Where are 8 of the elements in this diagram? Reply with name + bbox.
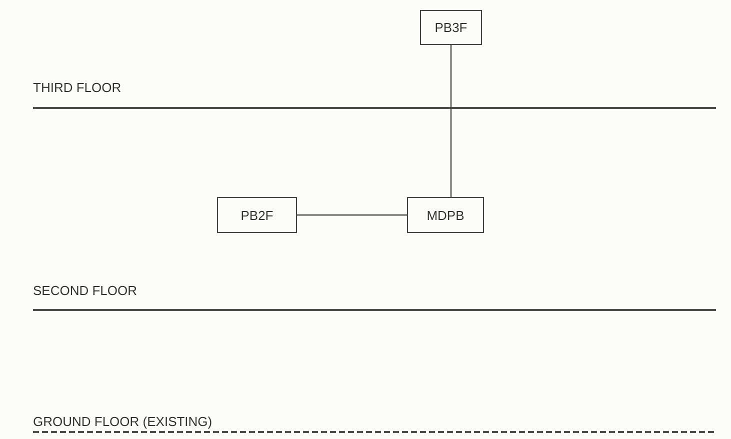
floor-label: SECOND FLOOR xyxy=(33,283,138,298)
floor-label: THIRD FLOOR xyxy=(33,80,122,95)
connector-line xyxy=(297,214,407,216)
floor-label: GROUND FLOOR (EXISTING) xyxy=(33,414,212,429)
connector-line xyxy=(450,45,452,197)
panel-box: PB2F xyxy=(217,197,297,233)
panel-box: MDPB xyxy=(407,197,484,233)
panel-box: PB3F xyxy=(420,10,482,45)
